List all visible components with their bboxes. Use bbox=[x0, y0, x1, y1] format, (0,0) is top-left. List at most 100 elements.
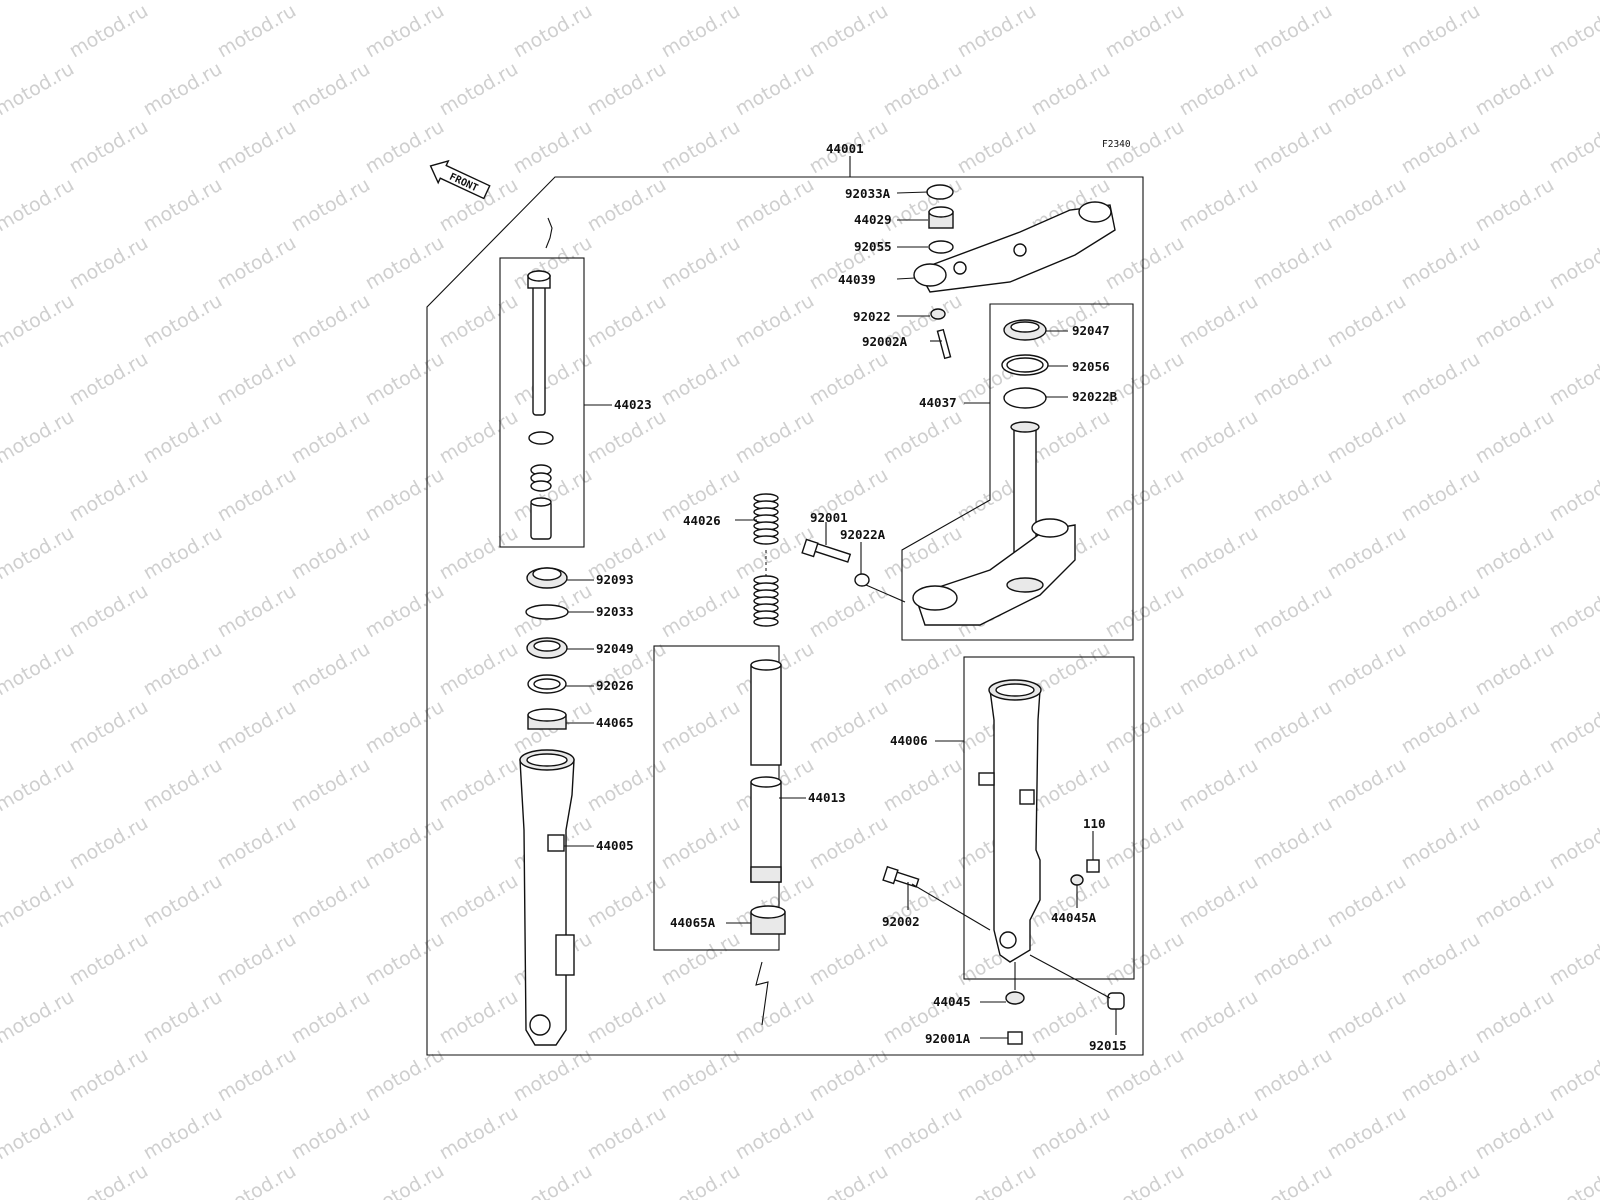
watermark-text: motod.ru bbox=[1398, 1160, 1484, 1200]
watermark-text: motod.ru bbox=[66, 348, 152, 411]
watermark-text: motod.ru bbox=[362, 696, 448, 759]
watermark-text: motod.ru bbox=[806, 580, 892, 643]
watermark-text: motod.ru bbox=[1546, 464, 1600, 527]
watermark-text: motod.ru bbox=[288, 1102, 374, 1165]
spring-coil bbox=[753, 617, 779, 627]
watermark-text: motod.ru bbox=[214, 116, 300, 179]
watermark-text: motod.ru bbox=[0, 638, 78, 701]
watermark-text: motod.ru bbox=[66, 0, 152, 62]
part-label-92049: 92049 bbox=[596, 641, 634, 656]
break-mark-bottom bbox=[755, 961, 769, 1026]
watermark-text: motod.ru bbox=[1472, 638, 1558, 701]
watermark-text: motod.ru bbox=[1102, 0, 1188, 62]
watermark-text: motod.ru bbox=[1176, 58, 1262, 121]
assembly-outline bbox=[426, 176, 1144, 1056]
watermark-text: motod.ru bbox=[1324, 406, 1410, 469]
group-box-44006 bbox=[963, 656, 1135, 980]
watermark-text: motod.ru bbox=[880, 0, 966, 4]
watermark-text: motod.ru bbox=[954, 1044, 1040, 1107]
diagram-code: F2340 bbox=[1102, 139, 1131, 150]
watermark-text: motod.ru bbox=[1176, 174, 1262, 237]
bushing-icon bbox=[527, 708, 567, 730]
watermark-text: motod.ru bbox=[66, 812, 152, 875]
damper-rod-icon bbox=[527, 270, 554, 540]
watermark-text: motod.ru bbox=[1546, 116, 1600, 179]
watermark-text: motod.ru bbox=[0, 580, 4, 643]
watermark-text: motod.ru bbox=[288, 0, 374, 4]
watermark-text: motod.ru bbox=[584, 58, 670, 121]
watermark-text: motod.ru bbox=[1398, 116, 1484, 179]
watermark-text: motod.ru bbox=[1324, 58, 1410, 121]
watermark-text: motod.ru bbox=[658, 0, 744, 62]
part-label-92002: 92002 bbox=[882, 914, 920, 929]
watermark-text: motod.ru bbox=[658, 580, 744, 643]
watermark-text: motod.ru bbox=[0, 1102, 78, 1165]
watermark-text: motod.ru bbox=[880, 754, 966, 817]
watermark-text: motod.ru bbox=[214, 580, 300, 643]
part-label-44065: 44065 bbox=[596, 715, 634, 730]
watermark-text: motod.ru bbox=[1398, 812, 1484, 875]
watermark-text: motod.ru bbox=[288, 290, 374, 353]
watermark-text: motod.ru bbox=[1398, 580, 1484, 643]
watermark-text: motod.ru bbox=[362, 348, 448, 411]
watermark-text: motod.ru bbox=[1176, 986, 1262, 1049]
watermark-text: motod.ru bbox=[1176, 290, 1262, 353]
watermark-text: motod.ru bbox=[732, 1102, 818, 1165]
watermark-text: motod.ru bbox=[362, 812, 448, 875]
watermark-text: motod.ru bbox=[1546, 1160, 1600, 1200]
watermark-text: motod.ru bbox=[1102, 928, 1188, 991]
watermark-text: motod.ru bbox=[436, 522, 522, 585]
watermark-text: motod.ru bbox=[510, 116, 596, 179]
watermark-text: motod.ru bbox=[436, 406, 522, 469]
watermark-text: motod.ru bbox=[1102, 464, 1188, 527]
watermark-text: motod.ru bbox=[1102, 812, 1188, 875]
part-label-92026: 92026 bbox=[596, 678, 634, 693]
watermark-text: motod.ru bbox=[584, 754, 670, 817]
watermark-text: motod.ru bbox=[140, 754, 226, 817]
part-label-44065A: 44065A bbox=[670, 915, 716, 930]
watermark-text: motod.ru bbox=[140, 1102, 226, 1165]
watermark-text: motod.ru bbox=[1546, 580, 1600, 643]
watermark-text: motod.ru bbox=[584, 406, 670, 469]
circlip-icon bbox=[525, 604, 569, 620]
part-label-44037: 44037 bbox=[919, 395, 957, 410]
watermark-text: motod.ru bbox=[1028, 0, 1114, 4]
watermark-text: motod.ru bbox=[0, 812, 4, 875]
watermark-text: motod.ru bbox=[0, 870, 78, 933]
part-label-92093: 92093 bbox=[596, 572, 634, 587]
watermark-text: motod.ru bbox=[362, 1160, 448, 1200]
watermark-text: motod.ru bbox=[66, 1044, 152, 1107]
watermark-text: motod.ru bbox=[288, 870, 374, 933]
watermark-text: motod.ru bbox=[658, 928, 744, 991]
watermark-text: motod.ru bbox=[1472, 58, 1558, 121]
watermark-text: motod.ru bbox=[288, 754, 374, 817]
watermark-text: motod.ru bbox=[140, 986, 226, 1049]
watermark-text: motod.ru bbox=[732, 290, 818, 353]
outer-tube-right-icon bbox=[882, 679, 1125, 1045]
watermark-text: motod.ru bbox=[1546, 348, 1600, 411]
watermark-text: motod.ru bbox=[1472, 290, 1558, 353]
watermark-text: motod.ru bbox=[880, 406, 966, 469]
watermark-text: motod.ru bbox=[732, 58, 818, 121]
watermark-text: motod.ru bbox=[436, 870, 522, 933]
watermark-text: motod.ru bbox=[806, 812, 892, 875]
watermark-text: motod.ru bbox=[0, 986, 78, 1049]
watermark-text: motod.ru bbox=[214, 812, 300, 875]
watermark-text: motod.ru bbox=[584, 174, 670, 237]
watermark-text: motod.ru bbox=[1324, 290, 1410, 353]
watermark-text: motod.ru bbox=[0, 116, 4, 179]
watermark-text: motod.ru bbox=[1324, 638, 1410, 701]
watermark-text: motod.ru bbox=[140, 0, 226, 4]
watermark-text: motod.ru bbox=[954, 116, 1040, 179]
watermark-text: motod.ru bbox=[362, 1044, 448, 1107]
watermark-text: motod.ru bbox=[66, 696, 152, 759]
watermark-text: motod.ru bbox=[1028, 290, 1114, 353]
watermark-text: motod.ru bbox=[1176, 754, 1262, 817]
watermark-text: motod.ru bbox=[732, 0, 818, 4]
watermark-text: motod.ru bbox=[0, 58, 78, 121]
watermark-text: motod.ru bbox=[140, 638, 226, 701]
watermark-text: motod.ru bbox=[288, 986, 374, 1049]
watermark-text: motod.ru bbox=[1102, 1160, 1188, 1200]
part-label-92001A: 92001A bbox=[925, 1031, 971, 1046]
